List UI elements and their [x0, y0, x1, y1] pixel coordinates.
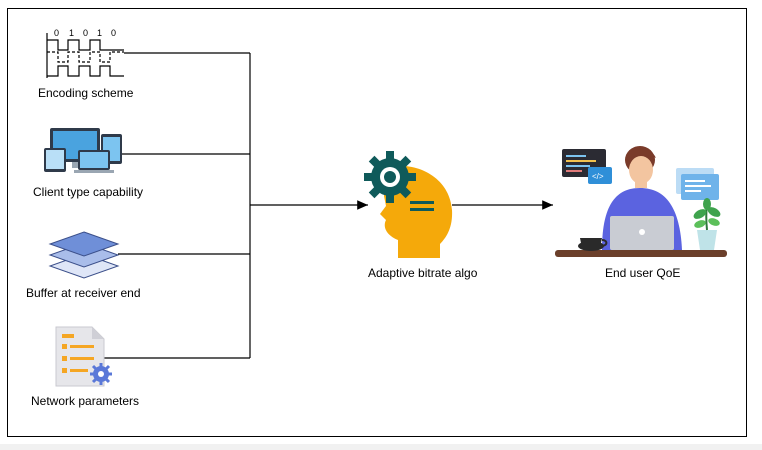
encoding-bit: 0 — [83, 28, 88, 38]
network-parameters-label: Network parameters — [31, 394, 140, 408]
end-user-qoe-label: End user QoE — [605, 266, 681, 280]
adaptive-bitrate-label: Adaptive bitrate algo — [368, 266, 478, 280]
client-devices-icon — [44, 128, 122, 173]
end-user-icon: </> — [555, 146, 727, 257]
client-type-label: Client type capability — [33, 185, 144, 199]
bottom-strip — [0, 444, 762, 450]
encoding-bits: 0 1 0 1 0 — [54, 28, 116, 38]
encoding-bit: 0 — [111, 28, 116, 38]
encoding-bit: 1 — [97, 28, 102, 38]
svg-text:</>: </> — [592, 172, 604, 181]
encoding-bit: 0 — [54, 28, 59, 38]
gear-head-icon — [364, 151, 453, 258]
network-document-icon — [55, 326, 112, 387]
buffer-layers-icon — [48, 231, 120, 279]
encoding-waveform-icon — [46, 33, 124, 78]
encoding-bit: 1 — [69, 28, 74, 38]
encoding-scheme-label: Encoding scheme — [38, 86, 134, 100]
buffer-label: Buffer at receiver end — [26, 286, 141, 300]
